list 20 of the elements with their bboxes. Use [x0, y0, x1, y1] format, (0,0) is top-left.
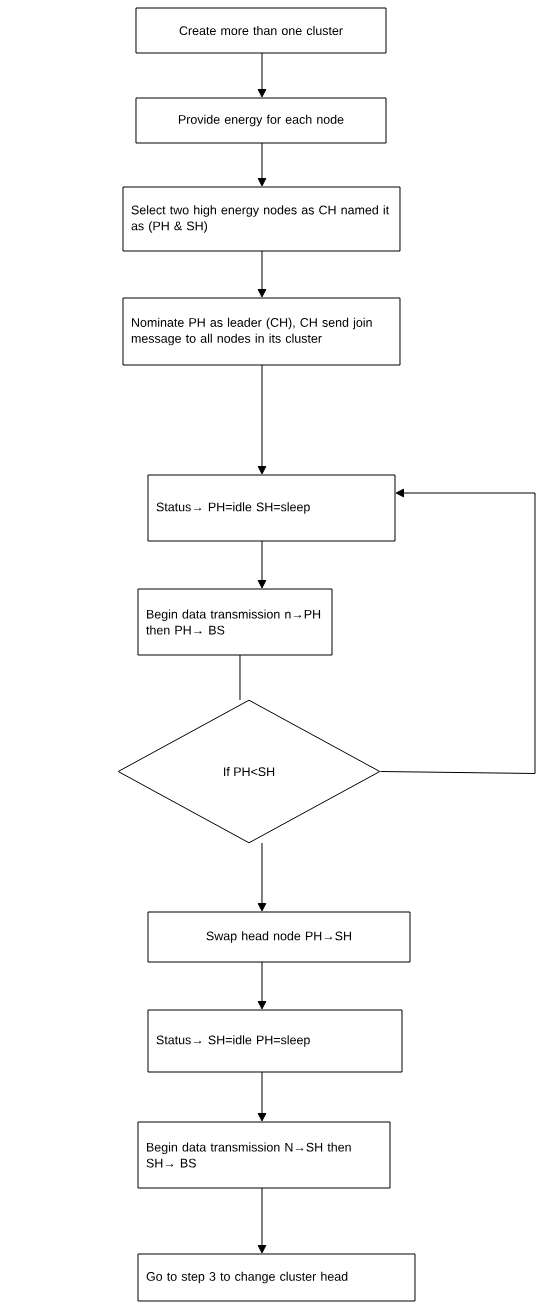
- arrow: [257, 364, 267, 475]
- process-box: Begin data transmission N→SH then SH→ BS: [137, 1121, 391, 1189]
- process-box: Swap head node PH→SH: [147, 911, 411, 963]
- arrow: [257, 250, 267, 298]
- arrow: [257, 961, 267, 1010]
- arrow: [257, 842, 267, 912]
- process-box: Select two high energy nodes as CH named it as (PH & SH): [122, 186, 401, 252]
- process-box: Provide energy for each node: [135, 97, 387, 144]
- arrow: [257, 1187, 267, 1254]
- arrow: [257, 540, 267, 589]
- process-box: Status→ SH=idle PH=sleep: [147, 1009, 403, 1073]
- process-box: Create more than one cluster: [135, 7, 387, 54]
- process-box: Nominate PH as leader (CH), CH send join message to all nodes in its cluster: [122, 297, 401, 366]
- process-box: Go to step 3 to change cluster head: [137, 1253, 416, 1302]
- arrow: [257, 1071, 267, 1122]
- arrow: [380, 488, 536, 774]
- process-box: Status→ PH=idle SH=sleep: [147, 474, 396, 542]
- arrow: [257, 52, 267, 98]
- arrow: [257, 142, 267, 187]
- process-box: Begin data transmission n→PH then PH→ BS: [137, 588, 333, 656]
